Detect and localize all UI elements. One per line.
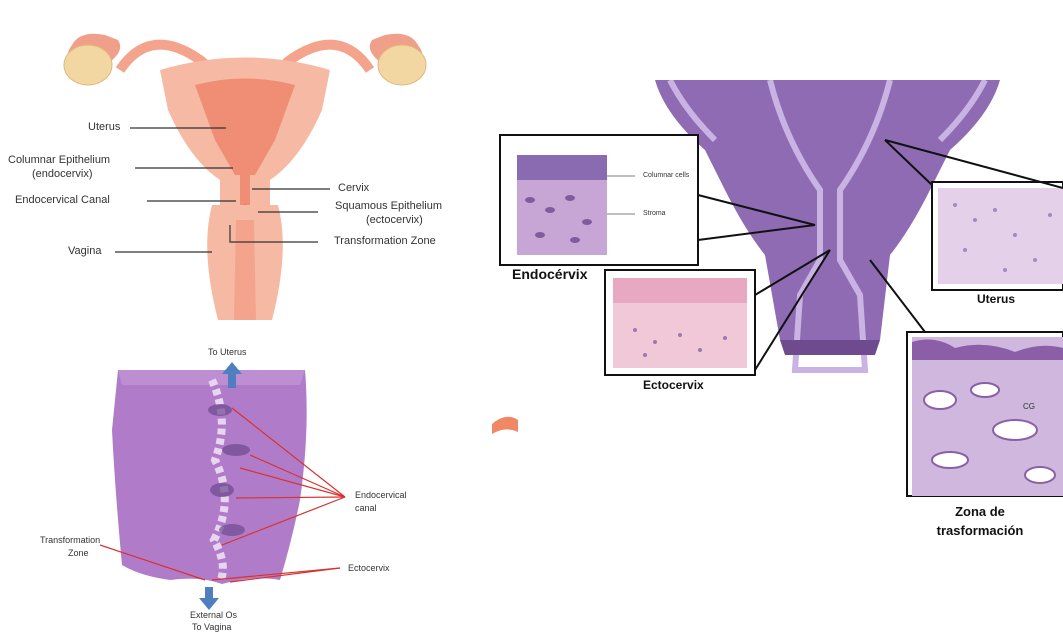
left-ovary <box>64 45 112 85</box>
label-cg: CG <box>1023 402 1035 411</box>
histology-section: To Uterus Endocervical canal Transformat… <box>0 340 480 633</box>
label-endocervical-1: Endocervical <box>355 490 407 501</box>
label-tz-2: Zone <box>68 548 89 559</box>
label-to-uterus: To Uterus <box>208 347 247 358</box>
anatomy-diagram: Uterus Columnar Epithelium (endocervix) … <box>0 0 480 325</box>
label-uterus: Uterus <box>88 121 120 134</box>
label-to-vagina: To Vagina <box>192 622 231 633</box>
tissue-section <box>112 370 307 584</box>
label-squamous-epithelium: Squamous Epithelium <box>335 200 442 213</box>
label-ectocervix: Ectocervix <box>348 563 390 574</box>
label-ectocervix-schematic: Ectocervix <box>643 378 704 392</box>
label-columnar-cells: Columnar cells <box>643 172 689 179</box>
label-endocervix: Endocérvix <box>512 266 587 282</box>
label-columnar-epithelium: Columnar Epithelium <box>8 154 110 167</box>
label-vagina: Vagina <box>68 245 101 258</box>
label-endocervical-canal: Endocervical Canal <box>15 194 110 207</box>
label-external-os: External Os <box>190 610 237 621</box>
label-stroma: Stroma <box>643 210 666 217</box>
histology-illustration <box>0 340 480 633</box>
arrow-to-vagina <box>199 587 219 610</box>
label-tz-1: Transformation <box>40 535 100 546</box>
cervix-schematic-panel: Columnar cells Stroma Endocérvix Ectocer… <box>495 80 1063 550</box>
vaginal-canal-shape <box>234 220 256 320</box>
label-zona-2: trasformación <box>915 523 1045 538</box>
label-zona-1: Zona de <box>925 504 1035 519</box>
label-endocervical-2: canal <box>355 503 377 514</box>
schematic-illustration <box>495 80 1063 550</box>
uterus-micrograph <box>938 188 1063 284</box>
label-uterus-schematic: Uterus <box>977 292 1015 306</box>
right-ovary <box>378 45 426 85</box>
label-columnar-sub: (endocervix) <box>32 168 93 181</box>
label-transformation-zone: Transformation Zone <box>334 235 436 248</box>
label-cervix: Cervix <box>338 182 369 195</box>
label-squamous-sub: (ectocervix) <box>366 214 423 227</box>
